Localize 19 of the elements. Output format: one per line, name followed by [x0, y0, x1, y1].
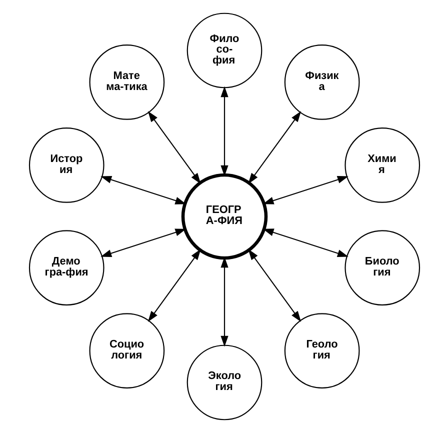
- node-circle: Геоло гия: [284, 312, 360, 388]
- node-circle: Социо логия: [88, 312, 164, 388]
- arrow: [100, 228, 186, 257]
- arrow: [248, 248, 301, 322]
- arrow: [220, 86, 228, 176]
- node-circle: Истор ия: [28, 127, 104, 202]
- arrow: [147, 110, 200, 184]
- arrow: [262, 175, 348, 204]
- node-circle: Эколо гия: [186, 344, 262, 420]
- node-circle: Демо гра-фия: [28, 230, 104, 305]
- node-circle: Биоло гия: [344, 230, 420, 305]
- arrow: [100, 175, 186, 204]
- arrow: [262, 228, 348, 257]
- arrow: [248, 110, 301, 184]
- node-circle: Фило со- фия: [186, 12, 262, 88]
- node-circle: Хими я: [344, 127, 420, 202]
- node-circle: Мате ма-тика: [88, 44, 164, 120]
- node-circle: Физик а: [284, 44, 360, 120]
- arrow: [147, 248, 200, 322]
